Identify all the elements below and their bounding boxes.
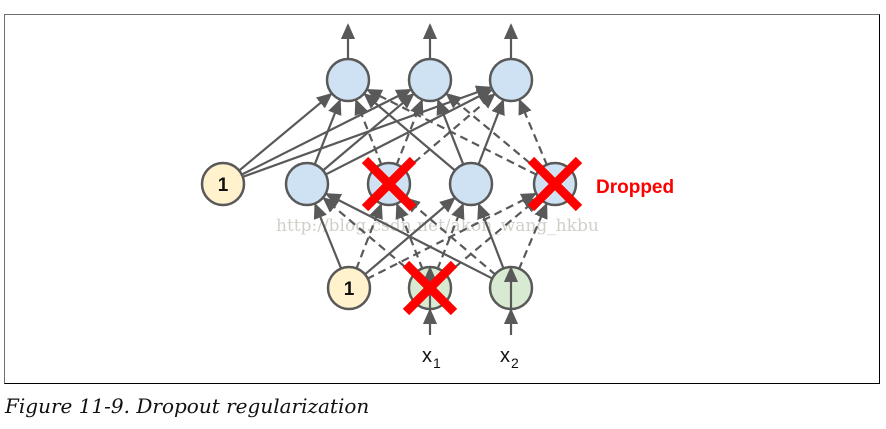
edge-h1-o3 (324, 89, 492, 176)
bias-label: 1 (344, 279, 355, 300)
figure-caption: Figure 11-9. Dropout regularization (5, 394, 370, 418)
figure-frame (4, 14, 880, 384)
node-circle (448, 161, 494, 207)
neuron-o3 (488, 57, 534, 103)
edge-x2-h3 (479, 205, 505, 270)
edge-x2-h1 (327, 193, 494, 280)
edge-x2-h4 (517, 204, 547, 271)
edge-h3-o2 (438, 100, 465, 166)
connections (237, 25, 549, 335)
dropped-cross-icon-h2 (361, 156, 417, 212)
edge-h2-o1 (356, 100, 383, 166)
edge-h2-o2 (395, 100, 422, 166)
neuron-h3 (448, 161, 494, 207)
edge-h4-o1 (368, 88, 538, 177)
node-circle (326, 265, 372, 311)
edge-hb-o2 (240, 88, 411, 177)
node-circle (407, 57, 453, 103)
edge-x1-h1 (324, 198, 416, 276)
edge-h1-o1 (313, 100, 340, 166)
input-label-x2: x2 (500, 345, 519, 371)
edge-h4-o2 (447, 94, 541, 173)
node-circle (284, 161, 330, 207)
dropped-cross-icon-x1 (402, 260, 458, 316)
node-circle (325, 57, 371, 103)
edge-x1-h2 (397, 204, 424, 270)
edge-ib-h1 (315, 204, 343, 270)
dropout-crosses (361, 156, 583, 316)
cross-stroke (527, 156, 583, 212)
edge-h1-o2 (321, 94, 413, 172)
bias-node-ib: 1 (326, 265, 372, 311)
watermark-text: http://blog.csdn.net/akon_wang_hkbu (276, 216, 599, 236)
cross-stroke (402, 260, 458, 316)
neuron-o2 (407, 57, 453, 103)
node-circle (488, 57, 534, 103)
edge-h4-o3 (520, 100, 549, 167)
edge-hb-o1 (237, 94, 331, 173)
bias-node-hb: 1 (200, 161, 246, 207)
neuron-h1 (284, 161, 330, 207)
edge-x1-h3 (436, 204, 463, 270)
node-circle (200, 161, 246, 207)
edge-h2-o3 (403, 94, 494, 172)
edge-x2-h2 (406, 198, 497, 276)
edge-h3-o1 (365, 94, 457, 172)
cross-stroke (361, 156, 417, 212)
bias-label: 1 (218, 175, 229, 196)
edge-ib-h2 (355, 205, 381, 270)
dropped-label: Dropped (596, 177, 674, 198)
neuron-x2 (488, 265, 534, 311)
neuron-o1 (325, 57, 371, 103)
dropped-cross-icon-h4 (527, 156, 583, 212)
input-label-x1: x1 (422, 345, 441, 371)
edge-h3-o3 (477, 101, 503, 166)
